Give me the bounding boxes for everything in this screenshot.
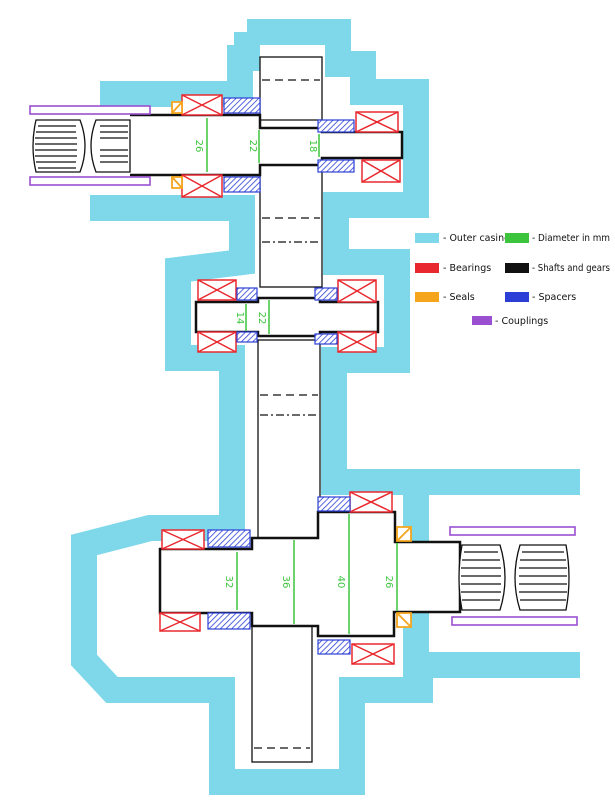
bearing xyxy=(337,331,377,353)
bearing xyxy=(349,491,393,513)
spacer xyxy=(317,119,355,133)
bearing xyxy=(197,331,237,353)
spacer xyxy=(314,333,338,345)
spacer xyxy=(317,159,355,173)
dim-input-26: 26 xyxy=(193,140,204,153)
coupling-band xyxy=(449,526,576,536)
input-gear xyxy=(259,56,323,288)
intermediate-shaft xyxy=(194,296,380,338)
legend-swatch-seals xyxy=(415,292,439,302)
dimension-labels: 26 22 18 14 22 32 36 40 26 xyxy=(193,140,394,589)
coupling-band xyxy=(451,616,578,626)
bearing xyxy=(355,111,399,133)
bearing xyxy=(159,612,201,632)
couplings xyxy=(29,105,578,626)
bearing xyxy=(337,279,377,303)
bearing xyxy=(181,94,223,116)
bearing xyxy=(361,159,401,183)
legend-swatch-bearings xyxy=(415,263,439,273)
dim-input-18: 18 xyxy=(307,140,318,153)
legend: - Outer casing - Diameter in mm - Bearin… xyxy=(415,233,610,327)
legend-label-bearings: - Bearings xyxy=(443,263,491,274)
spacer xyxy=(223,176,261,193)
bearing xyxy=(351,643,395,665)
legend-swatch-couplings xyxy=(472,316,492,325)
dim-output-26: 26 xyxy=(383,576,394,589)
intermediate-gear xyxy=(257,339,321,541)
input-coupling xyxy=(32,119,131,173)
bearings xyxy=(159,94,401,665)
output-gear xyxy=(251,619,313,763)
spacer xyxy=(317,496,351,512)
legend-label-casing: - Outer casing xyxy=(443,233,510,244)
seal xyxy=(396,526,412,542)
spacer xyxy=(236,287,258,301)
spacer xyxy=(236,331,258,343)
seal xyxy=(396,612,412,628)
legend-label-diameter: - Diameter in mm xyxy=(532,233,610,244)
dim-output-36: 36 xyxy=(280,576,291,589)
legend-swatch-spacers xyxy=(505,292,529,302)
dim-intermediate-14: 14 xyxy=(234,312,245,325)
coupling-band xyxy=(29,176,151,186)
dim-intermediate-22: 22 xyxy=(256,312,267,325)
gears xyxy=(251,56,323,763)
output-shaft xyxy=(158,510,462,638)
spacer xyxy=(223,97,261,114)
bearing xyxy=(197,279,237,301)
dim-input-22: 22 xyxy=(247,140,258,153)
seal xyxy=(171,101,183,114)
bearing xyxy=(161,529,205,550)
legend-swatch-shafts xyxy=(505,263,529,273)
spacer xyxy=(207,612,251,630)
legend-label-couplings: - Couplings xyxy=(495,316,548,327)
legend-label-shafts: - Shafts and gears xyxy=(532,263,610,274)
spacer xyxy=(207,529,251,548)
dim-output-40: 40 xyxy=(335,576,346,589)
spacer xyxy=(314,287,338,301)
legend-swatch-casing xyxy=(415,233,439,243)
bearing xyxy=(181,174,223,198)
legend-swatch-diameter xyxy=(505,233,529,243)
outer-casing xyxy=(71,19,580,795)
output-coupling xyxy=(458,544,570,611)
legend-label-spacers: - Spacers xyxy=(532,292,576,303)
legend-label-seals: - Seals xyxy=(443,292,475,303)
spacers xyxy=(207,97,355,655)
input-shaft xyxy=(130,113,404,177)
dimension-lines xyxy=(206,118,398,634)
spacer xyxy=(317,639,351,655)
dim-output-32: 32 xyxy=(223,576,234,589)
seal xyxy=(171,176,183,189)
coupling-band xyxy=(29,105,151,115)
seals xyxy=(171,101,412,628)
